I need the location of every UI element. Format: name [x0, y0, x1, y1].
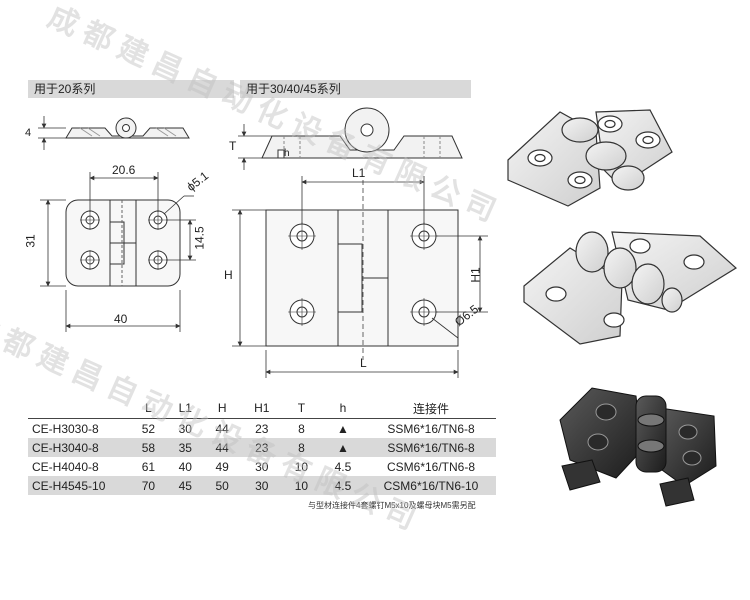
cell-model: CE-H4040-8 [32, 459, 99, 474]
dim-small-width: 40 [114, 312, 128, 326]
large-hinge-side-view [261, 107, 463, 159]
small-hinge-front-view [65, 199, 181, 287]
cell-t: 8 [298, 440, 305, 455]
hinge-render-black [559, 387, 717, 507]
spec-table: L L1 H H1 T h 连接件 CE-H3030-8 52 30 44 23… [28, 398, 496, 495]
cell-h-small: 4.5 [334, 459, 352, 474]
table-header-row: L L1 H H1 T h 连接件 [28, 398, 496, 419]
cell-t: 10 [294, 478, 309, 493]
cell-t: 10 [294, 459, 309, 474]
cell-h: 49 [215, 459, 229, 474]
cell-l: 61 [141, 459, 156, 474]
cell-h: 44 [215, 440, 229, 455]
small-dimension-lines [40, 172, 196, 332]
cell-model: CE-H3040-8 [32, 440, 99, 455]
footnote: 与型材连接件4套螺钉M5x10及螺母块M5需另配 [308, 501, 476, 510]
cell-connector: SSM6*16/TN6-8 [387, 421, 475, 436]
dim-large-t: T [229, 139, 237, 153]
header-connector: 连接件 [412, 401, 449, 416]
series-20-label: 用于20系列 [28, 80, 234, 98]
dim-large-h1: H1 [468, 267, 483, 283]
cell-h1: 23 [255, 421, 269, 436]
series-30-label: 用于30/40/45系列 [240, 80, 471, 98]
cell-h-small: ▲ [336, 421, 349, 436]
cell-connector: CSM6*16/TN6-10 [383, 478, 479, 493]
cell-h-small: ▲ [336, 440, 349, 455]
small-hinge-side-view [65, 117, 190, 139]
dim-large-h-small: h [284, 148, 290, 159]
dim-small-hole-pitch: 14.5 [192, 226, 207, 250]
cell-h1: 23 [255, 440, 269, 455]
dim-large-h: H [224, 268, 233, 282]
header-model [28, 398, 130, 419]
table-row: CE-H4040-8 61 40 49 30 10 4.5 CSM6*16/TN… [28, 457, 496, 476]
cell-l: 58 [141, 440, 156, 455]
dim-small-thickness: 4 [25, 127, 32, 139]
cell-l: 52 [141, 421, 156, 436]
dim-small-pitch: 20.6 [112, 163, 136, 177]
cell-h1: 30 [255, 478, 269, 493]
header-t: T [297, 401, 306, 415]
dim-large-l1: L1 [352, 166, 366, 180]
header-l: L [145, 401, 152, 415]
cell-l1: 35 [178, 440, 192, 455]
dim-large-l: L [360, 356, 367, 370]
header-h-small: h [339, 401, 347, 415]
cell-l1: 30 [178, 421, 192, 436]
header-h1: H1 [254, 401, 270, 415]
large-thickness-dimension [238, 124, 272, 170]
cell-t: 8 [298, 421, 305, 436]
small-thickness-dimension [38, 116, 66, 150]
cell-l: 70 [141, 478, 156, 493]
cell-h: 50 [215, 478, 229, 493]
cell-connector: CSM6*16/TN6-8 [386, 459, 476, 474]
header-l1: L1 [178, 401, 192, 415]
cell-connector: SSM6*16/TN6-8 [387, 440, 475, 455]
cell-l1: 45 [178, 478, 192, 493]
cell-h1: 30 [255, 459, 269, 474]
hinge-render-top [507, 109, 673, 207]
large-hinge-front-view [265, 180, 459, 360]
dim-small-height: 31 [23, 234, 38, 248]
header-h: H [217, 401, 227, 415]
cell-model: CE-H4545-10 [32, 478, 106, 493]
cell-h: 44 [215, 421, 229, 436]
cell-h-small: 4.5 [334, 478, 352, 493]
table-row: CE-H4545-10 70 45 50 30 10 4.5 CSM6*16/T… [28, 476, 496, 495]
cell-model: CE-H3030-8 [32, 421, 99, 436]
cell-l1: 40 [178, 459, 192, 474]
hinge-render-middle [523, 231, 738, 345]
table-row: CE-H3040-8 58 35 44 23 8 ▲ SSM6*16/TN6-8 [28, 438, 496, 457]
table-row: CE-H3030-8 52 30 44 23 8 ▲ SSM6*16/TN6-8 [28, 419, 496, 439]
large-dimension-lines [232, 176, 488, 378]
